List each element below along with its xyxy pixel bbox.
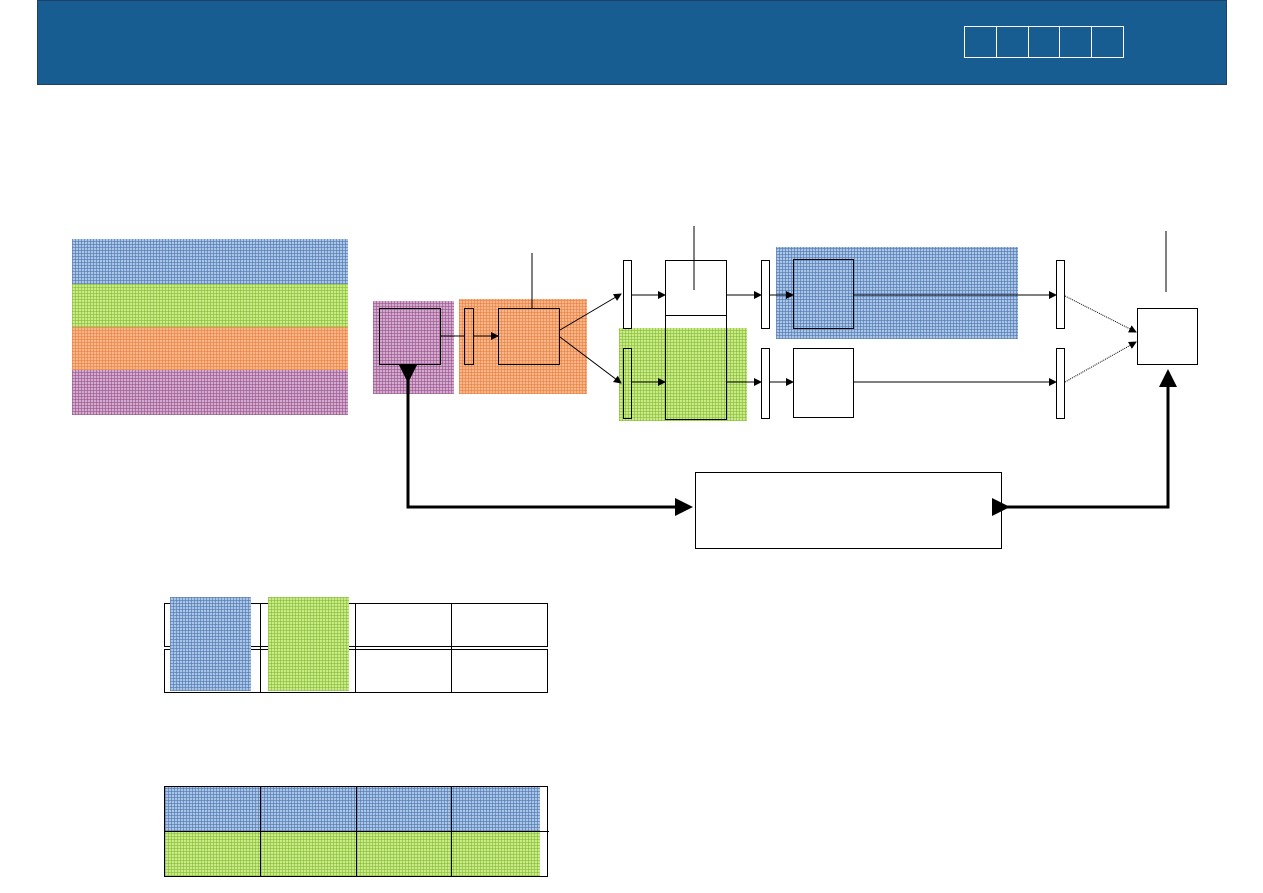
purple-block: [379, 308, 441, 365]
legend-swatch-purple: [72, 370, 348, 415]
central-controller-box: [695, 472, 1002, 549]
blue-region: [776, 247, 1018, 339]
top-table-row-1: [164, 603, 548, 647]
legend-swatch-orange: [72, 327, 348, 370]
bottom-table-green-row: [165, 832, 540, 876]
top-table-blue-column: [170, 597, 251, 691]
top-table: [164, 603, 548, 693]
feedback-right-link: [992, 369, 1177, 516]
legend-swatch-green: [72, 284, 348, 327]
nav-box-4[interactable]: [1060, 27, 1093, 57]
merge-block: [1137, 308, 1198, 365]
header-nav-boxes: [964, 26, 1124, 58]
nav-box-2[interactable]: [997, 27, 1029, 57]
fanout-lower-arrow: [559, 336, 622, 384]
fanout-upper-arrow: [559, 293, 622, 331]
top-table-green-column: [268, 597, 349, 691]
nav-box-3[interactable]: [1029, 27, 1061, 57]
upper-branch-register: [623, 260, 632, 329]
header-bar: [37, 0, 1227, 85]
bottom-table: [164, 786, 549, 877]
top-table-row-2: [164, 649, 548, 693]
bottom-table-blue-row: [165, 787, 540, 831]
shared-block-upper: [665, 260, 727, 316]
legend-swatch-blue: [72, 239, 348, 284]
orange-register: [464, 308, 474, 365]
feedback-left-link: [399, 365, 693, 516]
nav-box-1[interactable]: [965, 27, 997, 57]
